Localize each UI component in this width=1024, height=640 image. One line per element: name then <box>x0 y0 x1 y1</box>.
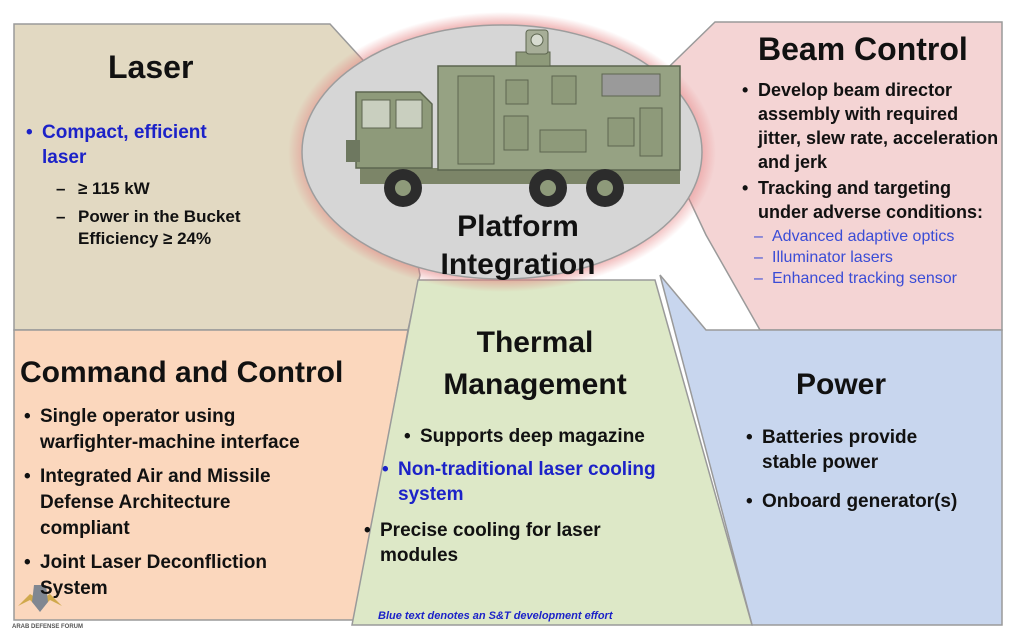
laser-sub-item: ≥ 115 kW <box>48 178 246 200</box>
command-control-bullet: Joint Laser Deconfliction System <box>24 550 320 602</box>
footnote: Blue text denotes an S&T development eff… <box>378 610 613 622</box>
thermal-bullet: Precise cooling for laser modules <box>364 518 650 568</box>
laser-bullet: Compact, efficient laser <box>26 120 246 170</box>
beam-control-title: Beam Control <box>758 31 968 67</box>
beam-control-bullet: Tracking and targeting under adverse con… <box>742 176 1000 224</box>
power-title: Power <box>796 368 887 401</box>
thermal-bullet: Non-traditional laser cooling system <box>382 457 702 507</box>
power-content: Batteries provide stable power Onboard g… <box>746 425 966 522</box>
laser-sub-item: Power in the Bucket Efficiency ≥ 24% <box>48 206 278 250</box>
beam-control-content: Develop beam director assembly with requ… <box>742 78 1000 293</box>
power-bullet: Batteries provide stable power <box>746 425 966 475</box>
power-bullet: Onboard generator(s) <box>746 489 966 514</box>
thermal-title-line2: Management <box>443 368 627 401</box>
thermal-title-line1: Thermal <box>476 326 594 359</box>
thermal-content: Supports deep magazine <box>404 424 704 457</box>
beam-control-sub-item: Illuminator lasers <box>752 247 1000 268</box>
platform-title: Platform Integration <box>420 208 616 284</box>
truck-illustration <box>346 29 681 207</box>
watermark-text: ARAB DEFENSE FORUM <box>12 624 84 630</box>
beam-control-sub-item: Advanced adaptive optics <box>752 226 1000 247</box>
thermal-content-2: Non-traditional laser cooling system <box>382 457 702 515</box>
beam-control-bullet: Develop beam director assembly with requ… <box>742 78 1000 174</box>
platform-title-line1: Platform <box>457 210 579 243</box>
thermal-title: Thermal Management <box>430 322 640 406</box>
command-control-content: Single operator using warfighter-machine… <box>24 404 324 610</box>
command-control-title: Command and Control <box>20 356 344 389</box>
thermal-content-3: Precise cooling for laser modules <box>364 518 664 576</box>
platform-title-line2: Integration <box>440 248 596 281</box>
laser-title: Laser <box>108 49 194 85</box>
beam-control-sub-item: Enhanced tracking sensor <box>752 268 1000 289</box>
command-control-bullet: Single operator using warfighter-machine… <box>24 404 324 456</box>
command-control-bullet: Integrated Air and Missile Defense Archi… <box>24 464 324 542</box>
laser-content: Compact, efficient laser ≥ 115 kW Power … <box>26 120 246 256</box>
thermal-bullet: Supports deep magazine <box>404 424 704 449</box>
